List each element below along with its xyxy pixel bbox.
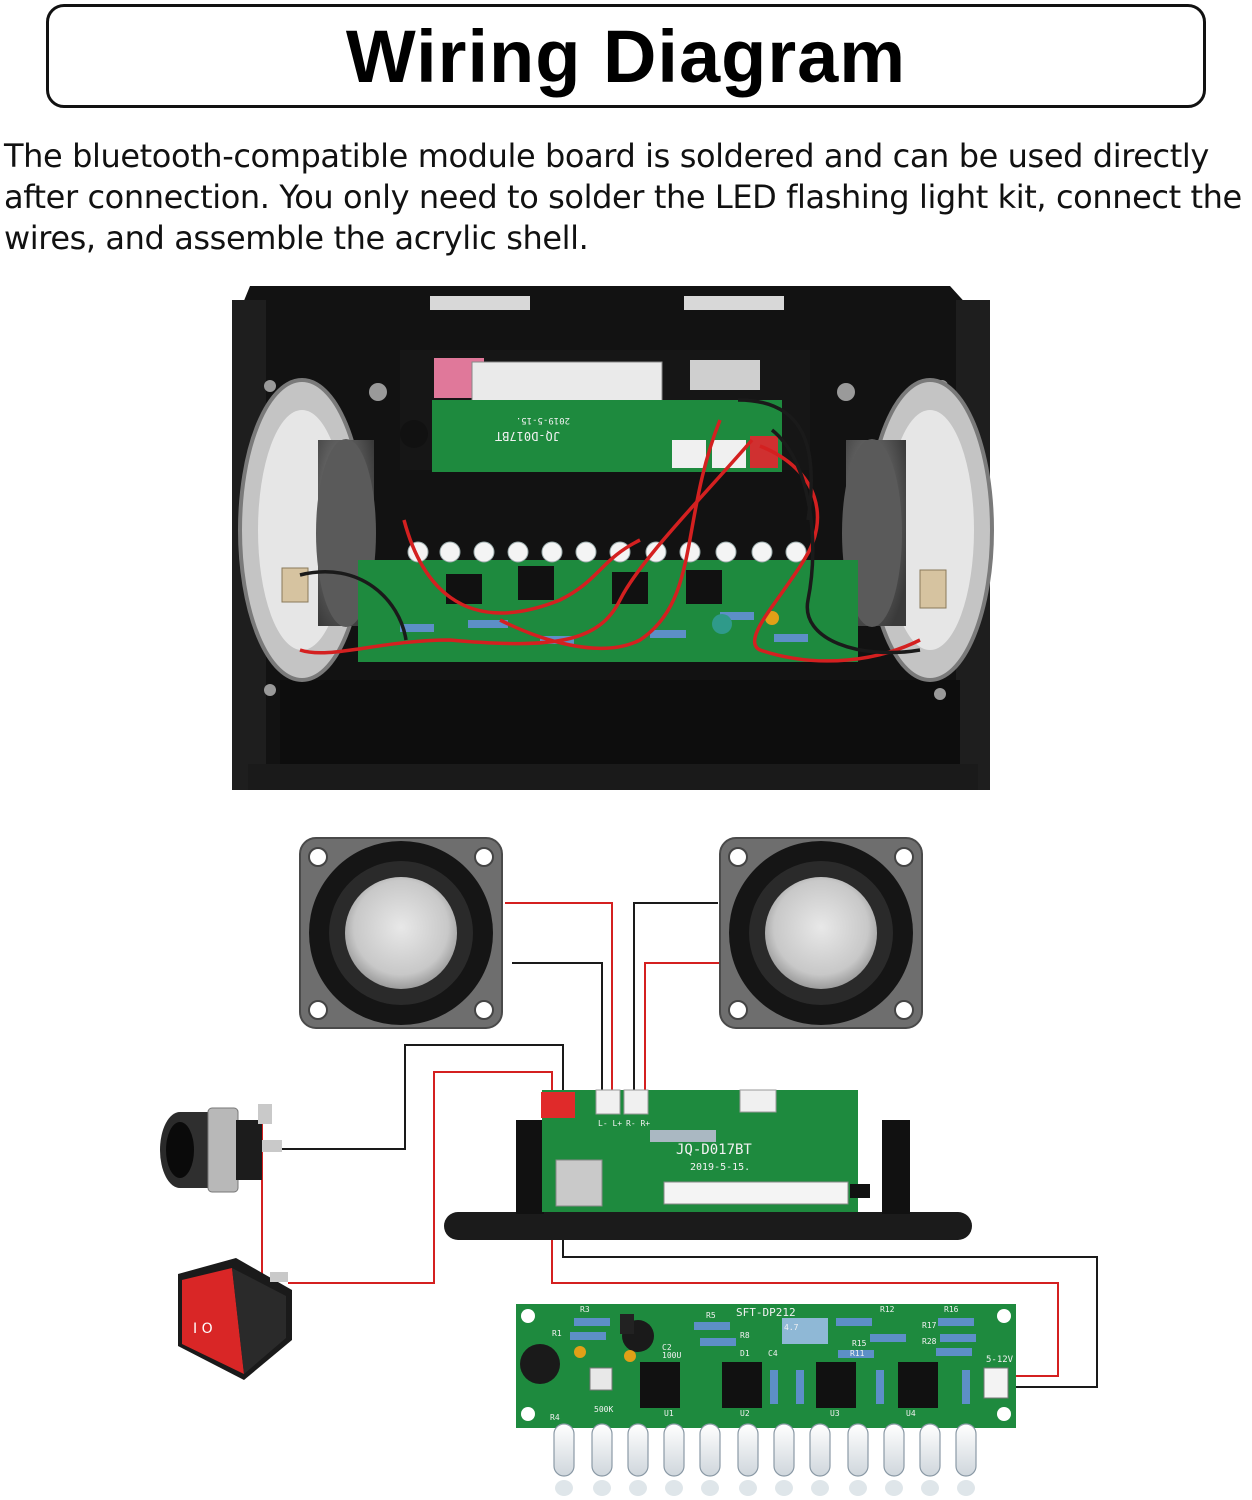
lbl-r5: R5 [706, 1311, 716, 1320]
led-board-mount-holes [521, 1309, 1011, 1421]
rocker-switch: I O [178, 1258, 292, 1380]
module-date: 2019-5-15. [690, 1162, 750, 1173]
led-board-voltage: 5-12V [986, 1355, 1014, 1365]
module-usb-port [555, 1159, 603, 1207]
lbl-c4: C4 [768, 1349, 778, 1358]
led-board-power-socket [983, 1367, 1009, 1399]
photo-wires [299, 398, 921, 663]
switch-symbols: I O [193, 1321, 213, 1337]
lbl-d1: D1 [740, 1349, 750, 1358]
wire-right-speaker-pos [644, 962, 724, 1090]
lbl-u4: U4 [906, 1409, 916, 1418]
microphone [520, 1344, 560, 1384]
lbl-c2: C2 [662, 1343, 672, 1352]
wire-switch-to-module [288, 1071, 553, 1284]
lbl-r28: R28 [922, 1337, 937, 1346]
led-board-label: SFT-DP212 [736, 1306, 796, 1319]
led-board-ics [640, 1362, 938, 1408]
bt-module-photo: JQ-D017BT 2019-5-15. [400, 350, 810, 472]
module-faceplate [444, 1212, 972, 1240]
capacitor-c4 [782, 1318, 828, 1344]
led-flash-board: SFT-DP212 5-12V R1 R3 R4 R5 [516, 1304, 1016, 1496]
dc-power-jack [160, 1104, 282, 1193]
right-speaker [719, 837, 923, 1029]
module-pin-left: L- L+ [598, 1119, 622, 1128]
lbl-c2-value: 100U [662, 1351, 681, 1360]
module-right-socket [623, 1089, 649, 1115]
led-board-resistors [570, 1318, 976, 1404]
description-text: The bluetooth-compatible module board is… [4, 137, 1242, 257]
lbl-r1: R1 [552, 1329, 562, 1338]
wire-left-speaker-neg [512, 962, 603, 1090]
potentiometer [589, 1367, 613, 1391]
led-board-photo [358, 541, 858, 662]
wire-right-speaker-neg [633, 902, 718, 1090]
photo-module-date: 2019-5-15. [516, 415, 570, 425]
lbl-u3: U3 [830, 1409, 840, 1418]
led-row [553, 1423, 977, 1496]
module-left-socket [595, 1089, 621, 1115]
wire-dc-jack-neg [270, 1044, 564, 1150]
module-label: JQ-D017BT [676, 1142, 752, 1158]
lbl-r16: R16 [944, 1305, 959, 1314]
lbl-r12: R12 [880, 1305, 895, 1314]
photo-module-label: JQ-D017BT [495, 429, 560, 443]
lbl-r4: R4 [550, 1413, 560, 1422]
case-slot-left [430, 296, 530, 310]
assembled-speaker-photo: JQ-D017BT 2019-5-15. [232, 286, 994, 790]
lbl-r11: R11 [850, 1349, 865, 1358]
title-box: Wiring Diagram [46, 4, 1206, 108]
lbl-500k: 500K [594, 1405, 613, 1414]
lbl-r17: R17 [922, 1321, 937, 1330]
bluetooth-module: L- L+ R- R+ JQ-D017BT 2019-5-15. [444, 1089, 972, 1240]
lbl-r3: R3 [580, 1305, 590, 1314]
module-pin-right: R- R+ [626, 1119, 650, 1128]
page-title: Wiring Diagram [345, 14, 907, 98]
lbl-c4-value: 4.7 [784, 1323, 799, 1332]
lbl-u1: U1 [664, 1409, 674, 1418]
module-power-socket [541, 1092, 575, 1118]
lbl-r15: R15 [852, 1339, 867, 1348]
case-slot-right [684, 296, 784, 310]
photo-ics [446, 566, 722, 604]
wire-left-speaker-pos [505, 902, 613, 1090]
left-speaker [299, 837, 503, 1029]
lbl-u2: U2 [740, 1409, 750, 1418]
lbl-r8: R8 [740, 1331, 750, 1340]
